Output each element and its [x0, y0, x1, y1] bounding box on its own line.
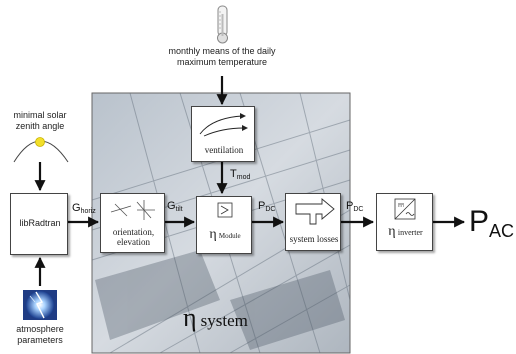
module-text: Module — [218, 232, 241, 240]
g-tilt-label: Gtilt — [167, 200, 183, 213]
ventilation-icon — [199, 113, 248, 137]
losses-icon — [295, 198, 335, 225]
p-dc-label-2: PDC — [346, 200, 364, 213]
inverter-icon — [394, 198, 416, 220]
g-horiz-label: Ghoriz — [72, 202, 96, 215]
atmosphere-label: atmosphere parameters — [16, 324, 64, 345]
arrows — [34, 76, 466, 286]
sun-arc-icon — [13, 137, 69, 163]
orientation-icon — [110, 200, 155, 220]
orientation-box: orientation, elevation — [100, 193, 165, 253]
orientation-label: orientation, elevation — [112, 227, 155, 247]
temperature-label: monthly means of the daily maximum tempe… — [168, 46, 276, 67]
module-box: η Module — [196, 196, 252, 254]
ventilation-box: ventilation — [191, 106, 255, 162]
module-icon — [217, 202, 233, 218]
system-eta: η — [183, 303, 197, 332]
ventilation-label: ventilation — [204, 145, 244, 155]
module-eta: η — [209, 227, 217, 242]
zenith-angle-label: minimal solar zenith angle — [13, 110, 67, 131]
p-dc-label-1: PDC — [258, 200, 276, 213]
t-mod-label: Tmod — [230, 168, 251, 181]
p-ac-label: PAC — [469, 205, 515, 242]
system-label: η system — [183, 303, 248, 333]
system-text: system — [200, 311, 248, 330]
thermometer-icon — [217, 5, 228, 44]
system-losses-label: system losses — [289, 234, 339, 244]
inverter-text: inverter — [397, 228, 423, 237]
libradtran-box: libRadtran — [10, 193, 68, 255]
inverter-box: η inverter — [376, 193, 433, 251]
inverter-eta: η — [388, 224, 396, 239]
system-losses-box: system losses — [285, 193, 341, 251]
libradtran-label: libRadtran — [19, 218, 61, 228]
inverter-label: η inverter — [377, 224, 434, 240]
module-label: η Module — [197, 227, 253, 243]
lightning-photo-icon — [23, 290, 57, 320]
